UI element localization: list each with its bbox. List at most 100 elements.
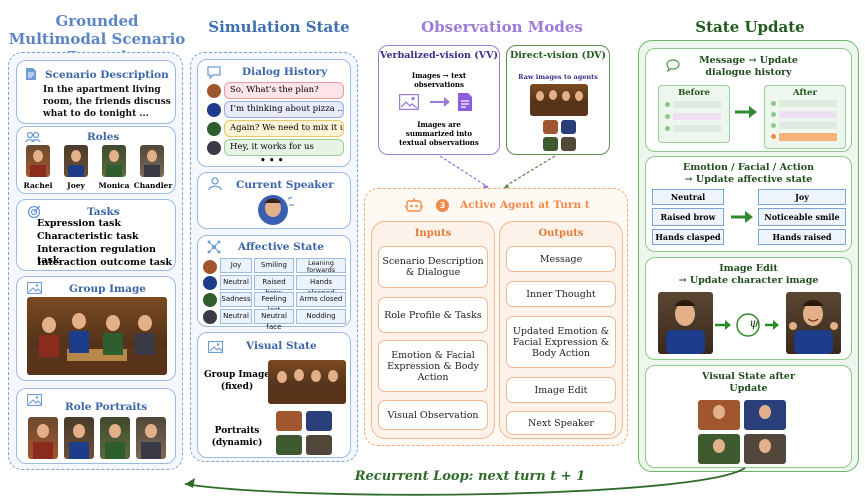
input-item: Emotion & Facial Expression & Body Actio… (378, 340, 488, 392)
vv-sub-1: Images → text (411, 71, 467, 80)
update-title: State Update (695, 18, 805, 36)
avatar (207, 103, 221, 117)
dv-portrait (561, 137, 576, 151)
input-item: Scenario Description & Dialogue (378, 246, 488, 288)
affect-cell: Arms closed (296, 292, 346, 307)
visual-group-image (268, 360, 346, 404)
ellipsis: • • • (260, 156, 284, 166)
affect-cell: Nodding (296, 309, 346, 324)
affective-header: Affective State (238, 241, 324, 253)
after-line (779, 111, 837, 118)
chat-icon (666, 59, 680, 72)
after-line (771, 101, 776, 106)
affect-after-cell: Joy (758, 189, 846, 205)
tasks-card: Tasks Expression task Characteristic tas… (16, 199, 176, 271)
before-line (665, 102, 670, 107)
portrait-thumb (276, 411, 302, 431)
arrow-right-icon (430, 97, 450, 107)
output-item: Message (506, 246, 616, 272)
visual-after-title-1: Visual State after (702, 371, 795, 382)
outputs-header: Outputs (538, 228, 584, 239)
role-portraits-card: Role Portraits (16, 388, 176, 464)
chandler-portrait (140, 145, 164, 177)
group-image-card: Group Image (16, 276, 176, 381)
emotion-update-card: Emotion / Facial / Action → Update affec… (645, 156, 852, 252)
group-image (27, 297, 167, 375)
dialog-message: I’m thinking about pizza ... (224, 101, 344, 118)
chat-icon (207, 66, 221, 79)
after-box: After (764, 85, 846, 149)
affect-after-cell: Hands raised (758, 229, 846, 245)
affect-cell: Leaning forwards (296, 258, 346, 274)
after-line (771, 112, 776, 117)
before-box: Before (658, 85, 730, 143)
image-edit-title-1: Image Edit (719, 263, 778, 274)
before-line (665, 126, 670, 131)
group-image-fixed-label: Group Image (fixed) (204, 370, 270, 392)
person-icon (208, 177, 222, 191)
dialog-message: Hey, it works for us (224, 139, 344, 156)
rachel-portrait (26, 145, 50, 177)
input-item: Role Profile & Tasks (378, 297, 488, 333)
monica-portrait (102, 145, 126, 177)
agent-title: Active Agent at Turn t (460, 199, 590, 211)
updated-portrait (744, 400, 786, 430)
after-line-new (779, 133, 837, 141)
loop-label: Recurrent Loop: next turn t + 1 (300, 469, 640, 484)
role-portraits-header: Role Portraits (65, 401, 148, 413)
group-image-header: Group Image (69, 283, 146, 295)
document-icon (458, 93, 472, 111)
affect-cell: Smiling (254, 258, 294, 273)
visual-after-title-2: Update (729, 383, 768, 394)
avatar (203, 260, 217, 274)
scenario-text-2: room, the friends discuss (43, 97, 171, 107)
emotion-update-title-1: Emotion / Facial / Action (683, 162, 814, 173)
message-update-card: Message → Update dialogue history Before… (645, 48, 852, 152)
visual-state-card: Visual State Group Image (fixed) Portrai… (197, 332, 351, 458)
affect-cell: Feeling lost (254, 292, 294, 314)
dv-group-image (530, 84, 588, 116)
image-icon (208, 341, 223, 353)
avatar (207, 122, 221, 136)
affect-before-cell: Raised brow (652, 208, 724, 226)
dialog-message: Again? We need to mix it up! (224, 120, 344, 137)
vv-note-1: Images are (417, 120, 461, 129)
image-edit-card: Image Edit → Update character image ψ (645, 257, 852, 360)
scenario-text-3: what to do tonight ... (43, 109, 149, 119)
after-edit-image (786, 292, 841, 354)
affect-before-cell: Hands clasped (652, 229, 724, 245)
updated-portrait (744, 434, 786, 464)
speaker-header: Current Speaker (236, 179, 334, 191)
output-item: Image Edit (506, 377, 616, 403)
agent-panel: 3 Active Agent at Turn t Inputs Outputs … (364, 188, 628, 446)
vv-card: Verbalized-vision (VV) Images → text obs… (378, 45, 500, 155)
roles-header: Roles (87, 131, 120, 143)
before-label: Before (678, 88, 710, 98)
image-icon (27, 282, 42, 294)
network-icon (207, 240, 221, 254)
inputs-header: Inputs (414, 228, 452, 239)
speaker-card: Current Speaker (197, 172, 351, 229)
before-line (673, 125, 721, 132)
task-item: Characteristic task (37, 231, 139, 242)
tasks-header: Tasks (87, 206, 120, 218)
vv-title: Verbalized-vision (VV) (380, 50, 498, 61)
affect-cell: Sadness (220, 292, 252, 307)
agent-step-badge: 3 (436, 199, 449, 212)
portrait-thumb (306, 411, 332, 431)
role-name-chandler: Chandler (133, 181, 173, 190)
updated-portrait (698, 434, 740, 464)
before-line (673, 101, 721, 108)
affect-cell: Hands clasped (296, 275, 346, 297)
document-icon (26, 68, 36, 80)
affect-cell: Neutral face (254, 309, 294, 331)
avatar (207, 84, 221, 98)
avatar (203, 310, 217, 324)
dv-portrait (543, 137, 558, 151)
simulation-title: Simulation State (208, 18, 350, 36)
affect-cell: Neutral (220, 309, 252, 324)
task-item: Interaction outcome task (37, 257, 172, 268)
dv-portrait (543, 120, 558, 134)
emotion-update-title-2: → Update affective state (684, 174, 813, 185)
target-icon (27, 205, 41, 219)
